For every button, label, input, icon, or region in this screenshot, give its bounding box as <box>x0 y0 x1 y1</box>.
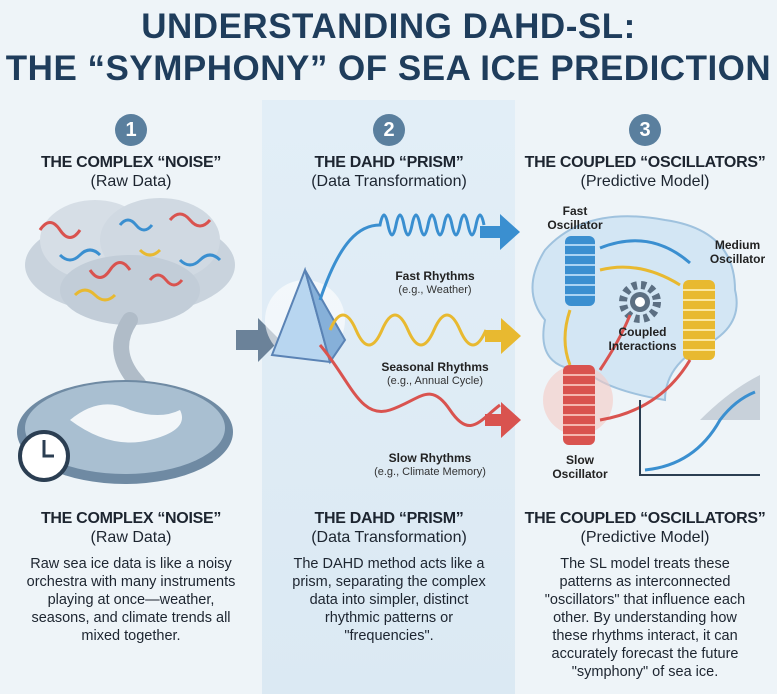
rhythm-name: Seasonal Rhythms <box>381 360 489 374</box>
fast-oscillator-spring-icon <box>565 236 595 306</box>
rhythm-name: Fast Rhythms <box>395 269 475 283</box>
slow-oscillator-spring-icon <box>543 365 613 445</box>
column-2-header: 2 THE DAHD “PRISM” (Data Transformation) <box>260 114 518 191</box>
arrow-right-icon <box>485 318 521 354</box>
description-subheading: (Data Transformation) <box>311 529 467 546</box>
description-subheading: (Raw Data) <box>90 529 172 546</box>
step-number: 1 <box>115 114 147 146</box>
medium-oscillator-spring-icon <box>683 280 715 360</box>
seasonal-rhythms-label: Seasonal Rhythms(e.g., Annual Cycle) <box>370 361 500 388</box>
slow-wave <box>318 344 501 428</box>
column-heading: THE COMPLEX “NOISE” <box>40 154 222 171</box>
description-heading: THE COMPLEX “NOISE” <box>40 510 222 527</box>
description-body: The DAHD method acts like a prism, separ… <box>292 556 486 644</box>
page-title: UNDERSTANDING DAHD-SL: THE “SYMPHONY” OF… <box>0 6 777 90</box>
fast-rhythms-label: Fast Rhythms(e.g., Weather) <box>385 270 485 297</box>
column-3-description: THE COUPLED “OSCILLATORS” (Predictive Mo… <box>516 510 774 681</box>
label-line: Coupled <box>618 325 667 339</box>
clock-icon <box>18 430 70 482</box>
coupling-arrows <box>563 239 692 422</box>
label-line: Slow <box>565 453 594 467</box>
description-subheading: (Predictive Model) <box>580 529 710 546</box>
description-body: The SL model treats these patterns as in… <box>544 556 746 680</box>
noise-cloud-icon <box>25 198 235 418</box>
title-line-2: THE “SYMPHONY” OF SEA ICE PREDICTION <box>5 49 772 88</box>
gear-icon <box>619 281 661 323</box>
step-number: 3 <box>629 114 661 146</box>
label-line: Oscillator <box>547 218 603 232</box>
column-subheading: (Data Transformation) <box>311 173 467 190</box>
label-line: Fast <box>562 204 588 218</box>
column-heading: THE DAHD “PRISM” <box>314 154 464 171</box>
arrow-right-icon <box>485 402 521 438</box>
rhythm-example: (e.g., Weather) <box>398 284 472 296</box>
forecast-chart-icon <box>639 375 760 476</box>
column-1-description: THE COMPLEX “NOISE” (Raw Data) Raw sea i… <box>2 510 260 645</box>
prism-column-background <box>262 100 515 694</box>
rhythm-name: Slow Rhythms <box>388 451 472 465</box>
fast-wave <box>318 213 486 301</box>
column-subheading: (Predictive Model) <box>580 173 710 190</box>
description-heading: THE COUPLED “OSCILLATORS” <box>524 510 766 527</box>
description-body: Raw sea ice data is like a noisy orchest… <box>26 556 236 644</box>
rhythm-example: (e.g., Annual Cycle) <box>387 375 483 387</box>
step-number: 2 <box>373 114 405 146</box>
column-3-header: 3 THE COUPLED “OSCILLATORS” (Predictive … <box>516 114 774 191</box>
slow-rhythms-label: Slow Rhythms(e.g., Climate Memory) <box>360 452 500 479</box>
prism-icon <box>265 266 347 365</box>
title-line-1: UNDERSTANDING DAHD-SL: <box>141 7 636 46</box>
globe-icon <box>17 380 233 484</box>
label-line: Medium <box>714 238 761 252</box>
label-line: Interactions <box>608 339 677 353</box>
column-subheading: (Raw Data) <box>90 173 172 190</box>
column-1-header: 1 THE COMPLEX “NOISE” (Raw Data) <box>2 114 260 191</box>
arrow-right-icon <box>480 214 520 250</box>
rhythm-example: (e.g., Climate Memory) <box>374 466 486 478</box>
label-line: Oscillator <box>552 467 608 481</box>
column-heading: THE COUPLED “OSCILLATORS” <box>524 154 766 171</box>
column-2-description: THE DAHD “PRISM” (Data Transformation) T… <box>260 510 518 645</box>
seasonal-wave <box>328 313 488 347</box>
description-heading: THE DAHD “PRISM” <box>314 510 464 527</box>
label-line: Oscillator <box>709 252 766 266</box>
